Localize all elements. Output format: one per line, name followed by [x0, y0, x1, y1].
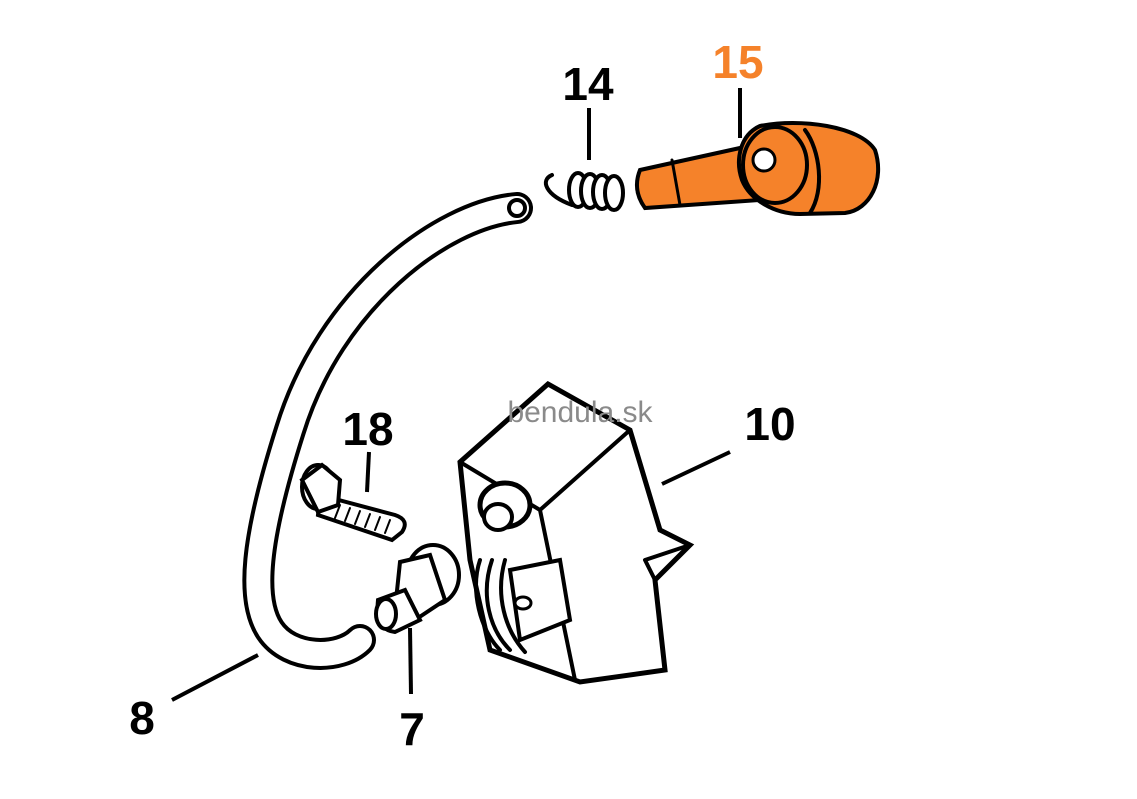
hose-part	[242, 192, 533, 670]
leader-line-7	[408, 627, 413, 695]
screw-part	[299, 462, 407, 543]
leader-line-18	[365, 451, 371, 493]
leader-lines	[171, 88, 742, 702]
part-number-15: 15	[712, 36, 763, 88]
spring-part	[543, 171, 625, 212]
leader-line-8	[171, 653, 259, 702]
leader-line-10	[661, 450, 731, 486]
part-number-14: 14	[562, 58, 614, 110]
watermark-text: bendula.sk	[507, 396, 653, 429]
ignition-module-part	[457, 380, 695, 685]
part-number-18: 18	[342, 403, 393, 455]
part-number-10: 10	[744, 398, 795, 450]
part-number-8: 8	[129, 692, 155, 744]
connector-part	[374, 543, 461, 635]
part-number-7: 7	[399, 703, 425, 755]
spark-plug-boot-part	[634, 121, 881, 217]
